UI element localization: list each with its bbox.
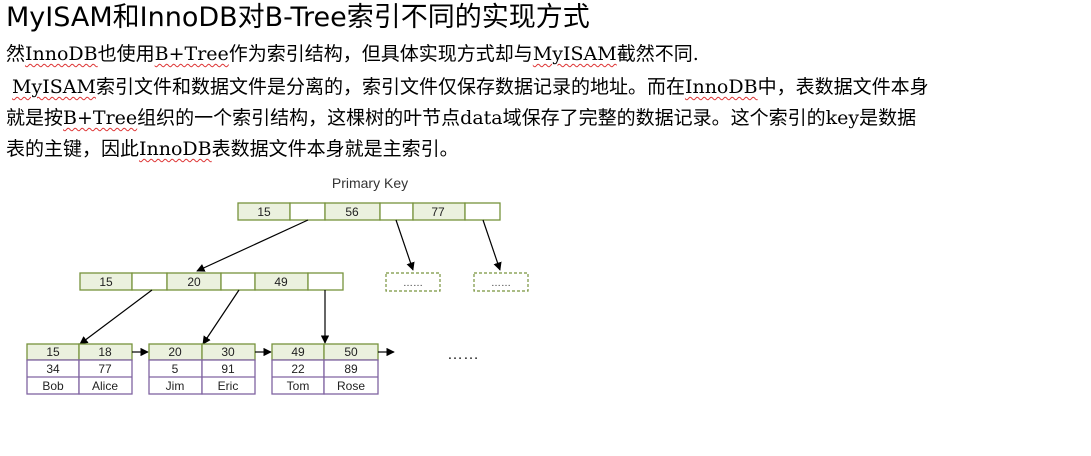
body-text: 就是按 <box>6 107 64 129</box>
leaf-age: 77 <box>98 362 112 376</box>
arrow <box>79 289 153 345</box>
continuation-ellipsis: …… <box>447 346 479 363</box>
body-text: 表的主键，因此 <box>6 138 140 160</box>
intro-term: InnoDB <box>25 43 98 65</box>
body-term: InnoDB <box>139 138 212 160</box>
leaf-name: Jim <box>166 379 185 393</box>
body-line-2: 就是按B+Tree组织的一个索引结构，这棵树的叶节点data域保存了完整的数据记… <box>6 103 929 134</box>
internal-node: 15 20 49 <box>79 272 344 291</box>
internal-key: 20 <box>187 275 201 289</box>
internal-pointer-cell <box>131 272 168 291</box>
internal-key: 15 <box>99 275 113 289</box>
page-title: MyISAM和InnoDB对B-Tree索引不同的实现方式 <box>6 2 590 33</box>
leaf-name: Bob <box>42 379 64 393</box>
leaf-age: 89 <box>344 362 358 376</box>
intro-text: 作为索引结构，但具体实现方式却与 <box>228 43 533 65</box>
root-key: 56 <box>345 205 359 219</box>
intro-text: 截然不同. <box>616 43 699 65</box>
leaf-name: Tom <box>287 379 310 393</box>
internal-pointer-cell <box>307 272 344 291</box>
root-pointer-cell <box>464 202 501 221</box>
placeholder-text: …… <box>403 278 423 289</box>
primary-key-label: Primary Key <box>332 175 408 191</box>
leaf-key: 15 <box>46 345 60 359</box>
body-term: B+Tree <box>63 107 138 129</box>
body-text: 中，表数据文件本身 <box>757 76 929 98</box>
internal-key: 49 <box>274 275 288 289</box>
arrow <box>482 219 502 271</box>
root-pointer-cell <box>379 202 414 221</box>
leaf-key: 50 <box>344 345 358 359</box>
body-paragraph: MyISAM索引文件和数据文件是分离的，索引文件仅保存数据记录的地址。而在Inn… <box>6 72 929 165</box>
root-pointer-cell <box>289 202 326 221</box>
leaf-age: 5 <box>172 362 179 376</box>
root-node: 15 56 77 <box>237 202 501 221</box>
leaf-age: 22 <box>291 362 305 376</box>
body-text: 索引文件和数据文件是分离的，索引文件仅保存数据记录的地址。而在 <box>95 76 685 98</box>
root-key: 15 <box>257 205 271 219</box>
placeholder-node <box>473 272 529 292</box>
leaf-age: 34 <box>46 362 60 376</box>
leaf-name: Rose <box>337 379 365 393</box>
body-text: 表数据文件本身就是主索引。 <box>211 138 459 160</box>
arrow <box>196 219 309 272</box>
body-text: 组织的一个索引结构，这棵树的叶节点data域保存了完整的数据记录。这个索引的ke… <box>137 107 917 129</box>
leaf-name: Alice <box>92 379 118 393</box>
intro-paragraph: 然InnoDB也使用B+Tree作为索引结构，但具体实现方式却与MyISAM截然… <box>6 39 699 70</box>
body-line-3: 表的主键，因此InnoDB表数据文件本身就是主索引。 <box>6 134 929 165</box>
arrow <box>395 219 415 271</box>
intro-text: 也使用 <box>97 43 155 65</box>
placeholder-text: …… <box>491 278 511 289</box>
leaf-key: 18 <box>98 345 112 359</box>
intro-term: B+Tree <box>154 43 229 65</box>
leaf-key: 49 <box>291 345 305 359</box>
arrow <box>202 289 240 345</box>
body-line-1: MyISAM索引文件和数据文件是分离的，索引文件仅保存数据记录的地址。而在Inn… <box>6 72 929 103</box>
leaf-node: 15 18 34 77 Bob Alice <box>26 343 133 395</box>
leaf-key: 30 <box>221 345 235 359</box>
leaf-node: 49 50 22 89 Tom Rose <box>271 343 379 395</box>
intro-term: MyISAM <box>532 43 617 65</box>
leaf-key: 20 <box>168 345 182 359</box>
intro-text: 然 <box>6 43 26 65</box>
body-term: MyISAM <box>12 76 96 98</box>
root-key: 77 <box>431 205 445 219</box>
btree-diagram: Primary Key 15 56 77 15 20 49 …… …… <box>26 175 529 395</box>
leaf-age: 91 <box>221 362 235 376</box>
leaf-name: Eric <box>218 379 239 393</box>
leaf-node: 20 30 5 91 Jim Eric <box>148 343 256 395</box>
body-term: InnoDB <box>684 76 758 98</box>
placeholder-node <box>385 272 441 292</box>
internal-pointer-cell <box>220 272 256 291</box>
